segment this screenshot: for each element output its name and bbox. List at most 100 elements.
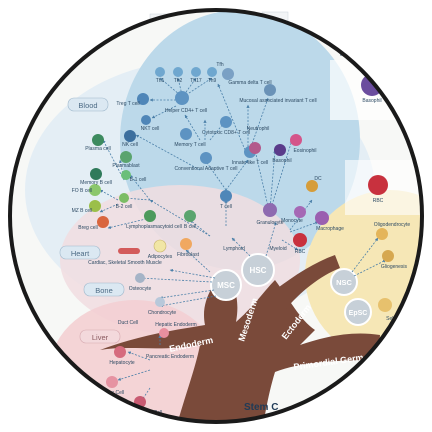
pancreatic-endoderm-label: Pancreatic Endoderm	[146, 354, 194, 360]
hepatocyte-label: Hepatocyte	[109, 360, 135, 366]
muscle-cell	[118, 248, 140, 254]
th2-label: Th2	[174, 78, 183, 84]
hsc-node: HSC	[241, 253, 275, 287]
mz-b-cell	[89, 200, 101, 212]
plasma-label: Plasma cell	[85, 146, 111, 152]
hsc-label: HSC	[250, 266, 267, 275]
acinar-cell	[106, 376, 118, 388]
adipocyte-cell	[153, 239, 167, 253]
cells-lymphoid	[89, 67, 276, 228]
mait-label: Mucosal associated invariant T cell	[239, 98, 316, 104]
myeloid-label: Myeloid	[269, 246, 286, 252]
hepatocyte-cell	[114, 346, 126, 358]
nsc-node: NSC	[330, 268, 358, 296]
gamma-delta-label: Gamma delta T cell	[228, 80, 271, 86]
duct-cell	[159, 328, 169, 338]
sebo-cell	[378, 298, 392, 312]
memory-t-cell	[180, 128, 192, 140]
fo-b-cell	[89, 184, 101, 196]
monocyte-label: Monocyte	[281, 218, 303, 224]
diagram-border	[8, 8, 424, 424]
svg-text:Blood: Blood	[78, 101, 97, 110]
plasma-cell	[92, 134, 104, 146]
mast-cell	[342, 34, 358, 50]
th1-cell	[155, 67, 165, 77]
cardiac-label: Cardiac, Skeletal Smooth Muscle	[88, 260, 162, 266]
svg-text:Bone: Bone	[95, 286, 113, 295]
stem-cell-label: Stem C	[244, 402, 278, 413]
b2-label: B-2 cell	[116, 204, 133, 210]
b1-cell	[121, 170, 131, 180]
nk-cell	[124, 130, 136, 142]
b-cell-label: B cell	[184, 224, 196, 230]
dc-label: DC	[314, 176, 322, 182]
conventional-label: Conventional Adaptive T cell	[175, 166, 238, 172]
cell-labels: Th1 Th2 Th17 Th9 Tfh Gamma delta T cell …	[72, 52, 411, 416]
tfh-label: Tfh	[216, 62, 223, 68]
th9-cell	[207, 67, 217, 77]
tissue-liver: Liver	[79, 329, 121, 344]
cytotoxic-cell	[220, 116, 232, 128]
duct-cell-label: Duct Cell	[118, 320, 138, 326]
helper-cd4-cell	[175, 91, 189, 105]
treg-cell	[137, 93, 149, 105]
eosinophil-cell	[290, 134, 302, 146]
breg-cell	[97, 216, 109, 228]
neutrophil-label: Neutrophil	[247, 126, 270, 132]
mesoderm-zone	[60, 185, 300, 335]
lineage-arrows	[99, 77, 387, 401]
neutrophil-cell	[249, 142, 261, 154]
osteocyte-label: Osteocyte	[129, 286, 152, 292]
b-cell	[184, 210, 196, 222]
memory-b-label: Memory B cell	[80, 180, 112, 186]
fibroblast-label: Fibroblast	[177, 252, 200, 258]
basophil-cell	[274, 144, 286, 156]
tissue-bone: Bone	[83, 282, 125, 297]
basophil-label: Basophil	[272, 158, 291, 164]
lymphoid-label: Lymphoid	[223, 246, 245, 252]
oligodendrocyte-cell	[376, 228, 388, 240]
gamma-delta-cell	[222, 68, 234, 80]
nkt-label: NKT cell	[141, 126, 160, 132]
nkt-cell	[141, 115, 151, 125]
rbc-side-cell	[368, 175, 388, 195]
rbc-cell	[293, 233, 307, 247]
t-cell-label: T cell	[220, 204, 232, 210]
hepatic-endoderm-label: Hepatic Endoderm	[155, 322, 196, 328]
innate-like-label: Innate-like T cell	[232, 160, 268, 166]
tree-branch-ectoderm	[275, 255, 340, 310]
nsc-label: NSC	[336, 278, 352, 287]
sebo-label: Sebo	[386, 316, 398, 322]
chondrocyte-label: Chondrocyte	[148, 310, 177, 316]
rbc-side-label: RBC	[373, 198, 384, 204]
t-cell	[220, 190, 232, 202]
breg-label: Breg cell	[78, 225, 97, 231]
dc-cell	[306, 180, 318, 192]
granulocyte-cell	[263, 203, 277, 217]
fo-b-label: FO B cell	[72, 188, 93, 194]
th1-label: Th1	[156, 78, 165, 84]
msc-label: MSC	[217, 281, 235, 290]
plasmablast-cell	[120, 151, 132, 163]
rbc-label: RBC	[295, 249, 306, 255]
cells-mesoderm	[106, 228, 394, 408]
treg-label: Treg T cell	[116, 101, 139, 107]
th17-cell	[191, 67, 201, 77]
mait-cell	[264, 84, 276, 96]
tissue-blood: Blood	[67, 97, 109, 112]
mz-b-label: MZ B cell	[72, 208, 93, 214]
svg-text:Liver: Liver	[92, 333, 109, 342]
oligodendrocyte-label: Oligodendrocyte	[374, 222, 411, 228]
th17-label: Th17	[190, 78, 202, 84]
fibroblast-cell	[180, 238, 192, 250]
svg-text:Heart: Heart	[71, 249, 90, 258]
monocyte-cell	[294, 206, 306, 218]
epsc-label: EpSC	[349, 310, 368, 317]
eosinophil-label: Eosinophil	[293, 148, 316, 154]
tissue-heart: Heart	[59, 245, 101, 260]
chondrocyte-cell	[155, 297, 165, 307]
lymphoplasmacytoid-label: Lymphoplasmacytoid cell	[126, 224, 182, 230]
nk-label: NK cell	[122, 142, 138, 148]
b1-label: B-1 cell	[130, 177, 147, 183]
gliogenesis-label: Gliogenesis	[381, 264, 408, 270]
